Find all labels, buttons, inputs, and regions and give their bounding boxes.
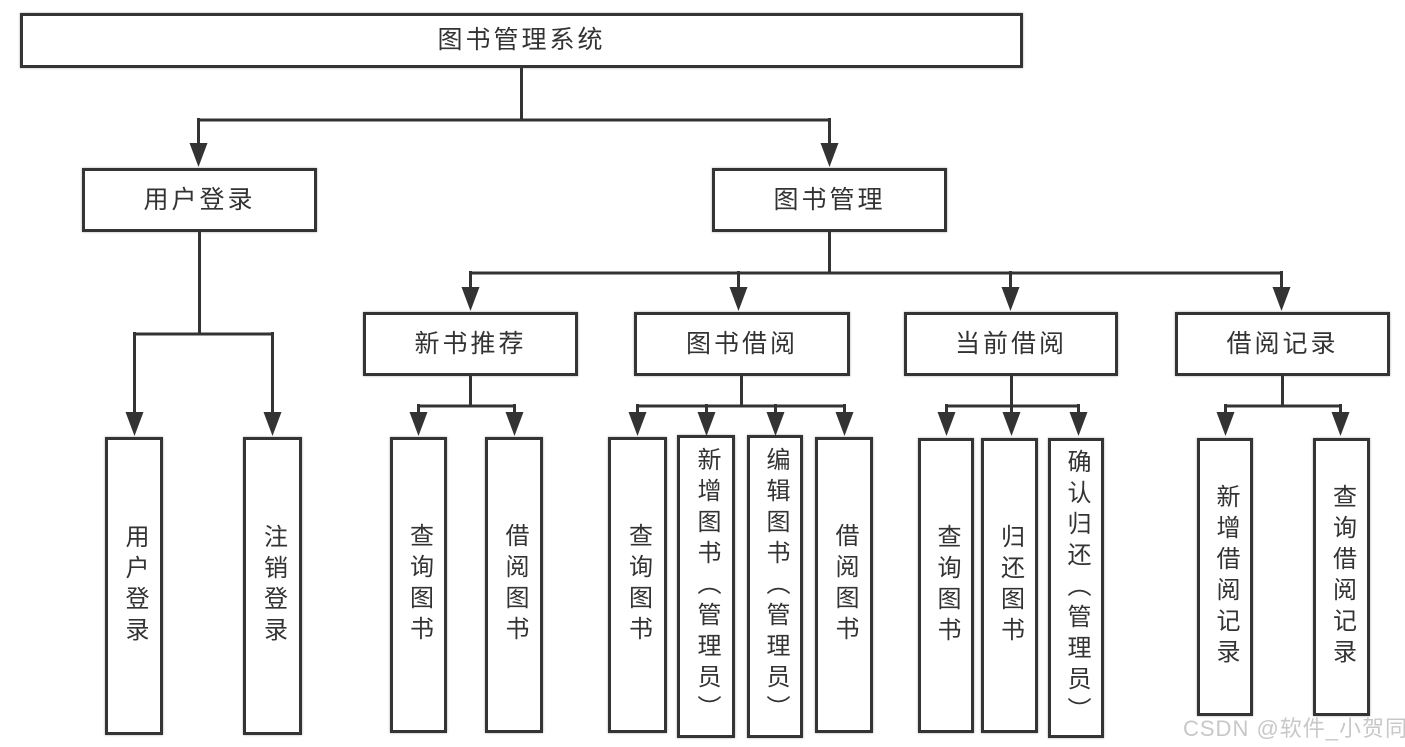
node-current-borrowing: 当前借阅 (904, 312, 1118, 376)
node-rec-query-record-label: 查询借阅记录 (1328, 484, 1356, 670)
node-book-management: 图书管理 (712, 168, 947, 232)
node-nb-query-books-label: 查询图书 (405, 523, 433, 647)
node-bb-add-books-admin: 新增图书（管理员） (677, 435, 735, 738)
node-user-login: 用户登录 (82, 168, 317, 232)
node-new-book-recommendation: 新书推荐 (363, 312, 578, 376)
node-root-label: 图书管理系统 (437, 26, 606, 54)
node-new-book-recommendation-label: 新书推荐 (414, 329, 527, 358)
node-bb-query-books: 查询图书 (608, 437, 667, 733)
node-bb-borrow-books-label: 借阅图书 (831, 523, 858, 647)
node-cb-query-books: 查询图书 (918, 438, 974, 733)
node-book-borrowing-label: 图书借阅 (685, 329, 798, 358)
node-book-management-label: 图书管理 (773, 185, 886, 214)
node-logout: 注销登录 (243, 437, 302, 735)
node-cb-confirm-return-admin: 确认归还（管理员） (1048, 438, 1104, 738)
node-rec-add-record: 新增借阅记录 (1197, 438, 1253, 716)
node-nb-borrow-books-label: 借阅图书 (501, 523, 528, 647)
node-user-login-leaf: 用户登录 (105, 437, 163, 735)
node-rec-query-record: 查询借阅记录 (1313, 438, 1370, 716)
node-borrowing-records-label: 借阅记录 (1226, 329, 1339, 358)
node-bb-add-books-admin-label: 新增图书（管理员） (693, 447, 720, 726)
node-rec-add-record-label: 新增借阅记录 (1212, 484, 1239, 670)
node-bb-query-books-label: 查询图书 (624, 523, 652, 647)
node-user-login-label: 用户登录 (143, 185, 256, 214)
node-book-borrowing: 图书借阅 (634, 312, 850, 376)
node-cb-confirm-return-admin-label: 确认归还（管理员） (1063, 448, 1090, 728)
node-user-login-leaf-label: 用户登录 (121, 524, 148, 648)
node-bb-edit-books-admin-label: 编辑图书（管理员） (762, 447, 789, 726)
node-bb-borrow-books: 借阅图书 (815, 437, 873, 733)
node-cb-return-books: 归还图书 (981, 438, 1038, 733)
node-nb-borrow-books: 借阅图书 (485, 437, 543, 733)
node-borrowing-records: 借阅记录 (1175, 312, 1390, 376)
node-logout-label: 注销登录 (259, 524, 287, 648)
node-root: 图书管理系统 (20, 13, 1023, 68)
csdn-watermark: CSDN @软件_小贺同学 (1183, 716, 1405, 741)
node-nb-query-books: 查询图书 (390, 437, 447, 733)
node-cb-query-books-label: 查询图书 (933, 523, 960, 648)
node-bb-edit-books-admin: 编辑图书（管理员） (747, 435, 803, 738)
node-cb-return-books-label: 归还图书 (996, 523, 1024, 648)
node-current-borrowing-label: 当前借阅 (954, 329, 1067, 358)
